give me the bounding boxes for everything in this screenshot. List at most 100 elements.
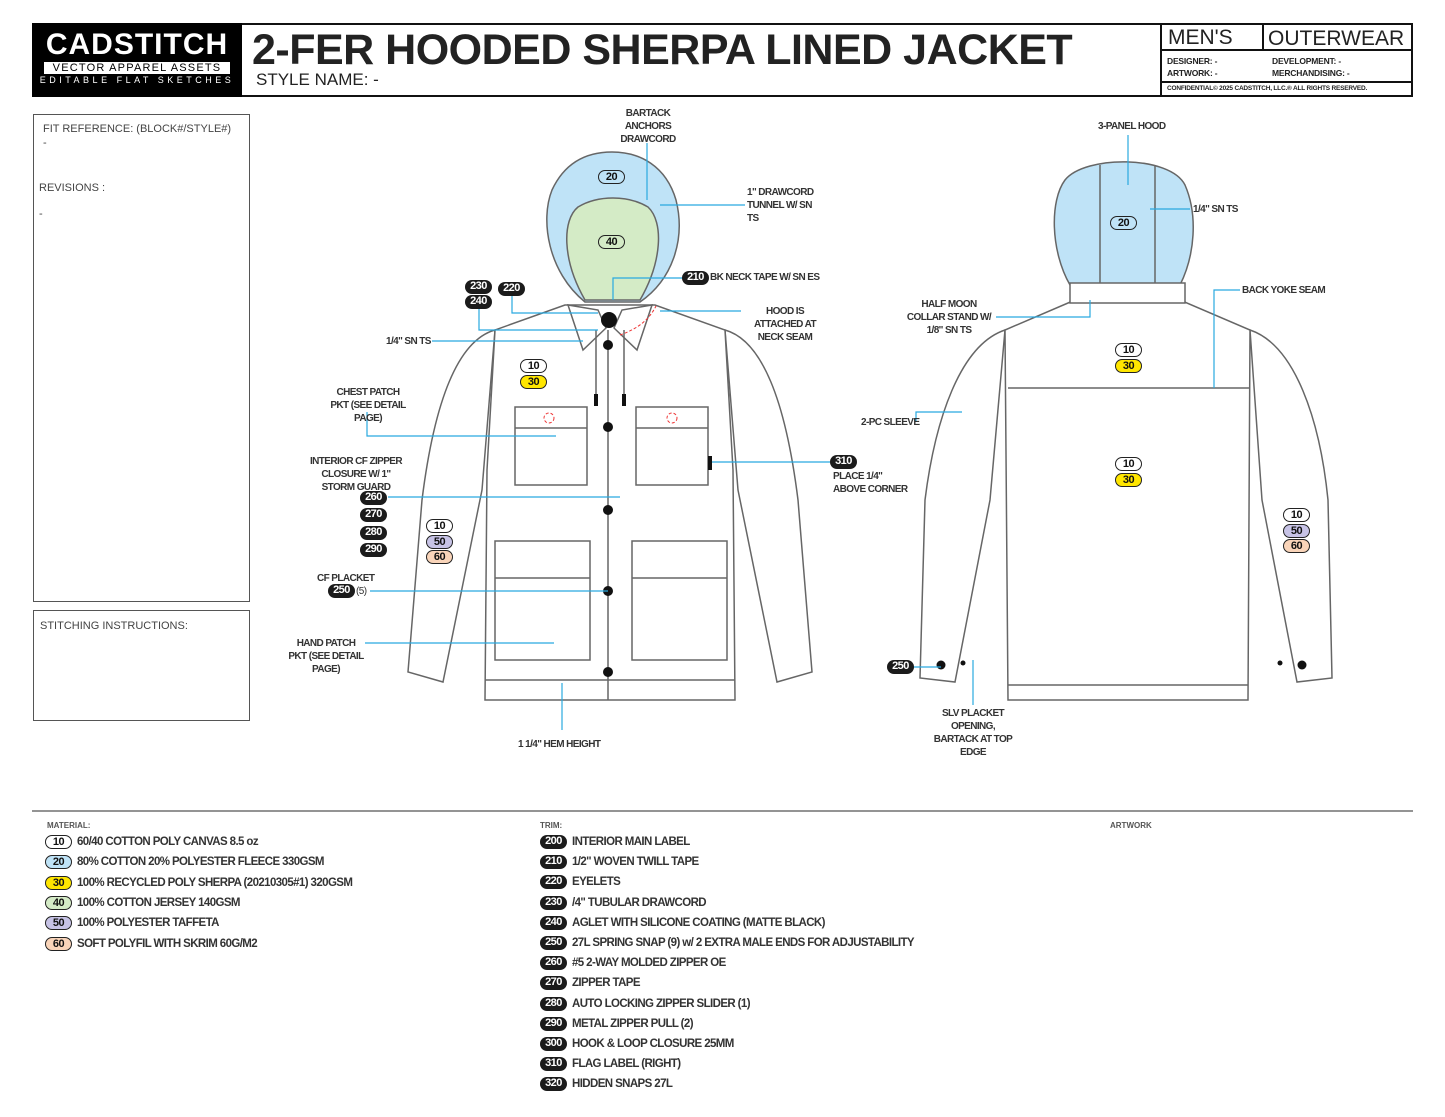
material-code-badge: 40 <box>45 895 72 910</box>
trim-description: /4" TUBULAR DRAWCORD <box>572 896 707 909</box>
callout-sn-ts: 1/4" SN TS <box>386 336 431 347</box>
callout-bk-neck-tape: BK NECK TAPE W/ SN ES <box>710 272 820 283</box>
trim-row: 240 AGLET WITH SILICONE COATING (MATTE BL… <box>540 915 825 931</box>
trim-code-badge: 250 <box>540 936 567 950</box>
meta-box: MEN'S OUTERWEAR DESIGNER: - ARTWORK: - D… <box>1160 23 1413 97</box>
badge-material-50: 50 <box>1283 524 1310 538</box>
badge-material-20: 20 <box>1110 216 1137 230</box>
trim-description: ZIPPER TAPE <box>572 977 641 990</box>
material-description: 80% COTTON 20% POLYESTER FLEECE 330GSM <box>77 856 325 869</box>
badge-trim-240: 240 <box>465 295 492 309</box>
stitching-panel <box>33 610 250 721</box>
trim-code-badge: 320 <box>540 1077 567 1092</box>
trim-code-badge: 220 <box>540 875 567 890</box>
development: DEVELOPMENT: - <box>1272 56 1341 66</box>
badge-material-40: 40 <box>598 235 625 249</box>
back-jacket-sketch <box>919 161 1333 701</box>
badge-material-60: 60 <box>426 550 453 564</box>
badge-material-60: 60 <box>1283 539 1310 553</box>
material-code-badge: 50 <box>45 916 72 931</box>
trim-label: TRIM: <box>540 821 563 830</box>
trim-code-badge: 280 <box>540 996 567 1011</box>
trim-code-badge: 200 <box>540 835 567 849</box>
badge-trim-290: 290 <box>360 543 387 557</box>
material-code-badge: 30 <box>45 875 72 890</box>
trim-row: 280 AUTO LOCKING ZIPPER SLIDER (1) <box>540 996 751 1012</box>
trim-row: 200 INTERIOR MAIN LABEL <box>540 834 690 850</box>
material-code-badge: 10 <box>45 835 72 849</box>
trim-code-badge: 290 <box>540 1016 567 1031</box>
trim-row: 270 ZIPPER TAPE <box>540 975 641 991</box>
trim-row: 230/4" TUBULAR DRAWCORD <box>540 895 707 911</box>
trim-description: 1/2" WOVEN TWILL TAPE <box>572 856 699 869</box>
trim-description: #5 2-WAY MOLDED ZIPPER OE <box>572 957 726 970</box>
trim-code-badge: 310 <box>540 1057 567 1072</box>
confidential-notice: CONFIDENTIAL© 2025 CADSTITCH, LLC.® ALL … <box>1167 85 1368 92</box>
logo-tagline: VECTOR APPAREL ASSETS <box>44 62 230 74</box>
trim-description: METAL ZIPPER PULL (2) <box>572 1017 694 1030</box>
trim-code-badge: 300 <box>540 1037 567 1051</box>
trim-code-badge: 210 <box>540 855 567 870</box>
trim-row: 260#5 2-WAY MOLDED ZIPPER OE <box>540 955 726 971</box>
trim-row: 290 METAL ZIPPER PULL (2) <box>540 1016 694 1032</box>
fit-reference-panel <box>33 114 250 602</box>
callout-bartack: BARTACK ANCHORS DRAWCORD <box>620 108 676 145</box>
leader-lines <box>365 135 1240 730</box>
badge-trim-210: 210 <box>682 271 709 285</box>
trim-row: 210 1/2" WOVEN TWILL TAPE <box>540 854 699 870</box>
designer: DESIGNER: - <box>1167 56 1218 66</box>
badge-material-30: 30 <box>1115 473 1142 487</box>
trim-code-badge: 270 <box>540 976 567 991</box>
trim-description: AUTO LOCKING ZIPPER SLIDER (1) <box>572 997 751 1010</box>
material-row: 30 100% RECYCLED POLY SHERPA (20210305#1)… <box>45 875 353 891</box>
badge-trim-230: 230 <box>465 280 492 294</box>
callout-collar: HALF MOON COLLAR STAND W/ 1/8" SN TS <box>906 299 992 336</box>
trim-description: FLAG LABEL (RIGHT) <box>572 1058 681 1071</box>
material-description: SOFT POLYFIL WITH SKRIM 60G/M2 <box>77 937 258 950</box>
badge-trim-260: 260 <box>360 491 387 505</box>
page-title: 2-FER HOODED SHERPA LINED JACKET <box>252 26 1073 74</box>
trim-row: 300 HOOK & LOOP CLOSURE 25MM <box>540 1036 734 1052</box>
callout-3-panel-hood: 3-PANEL HOOD <box>1098 121 1166 132</box>
callout-hem: 1 1/4" HEM HEIGHT <box>518 739 601 750</box>
trim-description: AGLET WITH SILICONE COATING (MATTE BLACK… <box>572 916 825 929</box>
front-jacket-sketch <box>407 151 813 701</box>
badge-material-30: 30 <box>1115 359 1142 373</box>
logo-subtitle: EDITABLE FLAT SKETCHES <box>39 75 235 85</box>
revisions-label: REVISIONS : <box>39 182 106 194</box>
badge-trim-250: 250 <box>887 660 914 674</box>
artwork-label: ARTWORK <box>1110 821 1152 830</box>
trim-code-badge: 240 <box>540 915 567 930</box>
badge-material-30: 30 <box>520 375 547 389</box>
callout-back-yoke: BACK YOKE SEAM <box>1242 285 1326 296</box>
back-right-sleeve <box>1249 328 1333 683</box>
artwork: ARTWORK: - <box>1167 68 1218 78</box>
badge-material-10: 10 <box>426 519 453 533</box>
callout-slv-placket: SLV PLACKET OPENING, BARTACK AT TOP EDGE <box>933 708 1013 758</box>
front-hood-lining <box>566 197 660 301</box>
callout-flag-label: PLACE 1/4" ABOVE CORNER <box>833 471 908 495</box>
trim-description: INTERIOR MAIN LABEL <box>572 836 690 848</box>
material-code-badge: 20 <box>45 855 72 870</box>
badge-trim-250: 250 <box>328 584 355 598</box>
callout-cf-placket: CF PLACKET <box>317 573 375 584</box>
badge-material-50: 50 <box>426 535 453 549</box>
fit-reference-value: - <box>43 137 47 149</box>
trim-description: HOOK & LOOP CLOSURE 25MM <box>572 1038 734 1050</box>
gender: MEN'S <box>1168 26 1233 49</box>
front-left-sleeve <box>407 328 496 683</box>
style-name: STYLE NAME: - <box>256 70 379 89</box>
callout-hand-pkt: HAND PATCH PKT (SEE DETAIL PAGE) <box>288 638 364 675</box>
callout-interior-cf: INTERIOR CF ZIPPER CLOSURE W/ 1" STORM G… <box>310 456 403 493</box>
material-description: 100% RECYCLED POLY SHERPA (20210305#1) 3… <box>77 876 353 889</box>
badge-material-10: 10 <box>1115 343 1142 357</box>
badge-trim-220: 220 <box>498 282 525 296</box>
material-row: 20 80% COTTON 20% POLYESTER FLEECE 330GSM <box>45 854 325 870</box>
